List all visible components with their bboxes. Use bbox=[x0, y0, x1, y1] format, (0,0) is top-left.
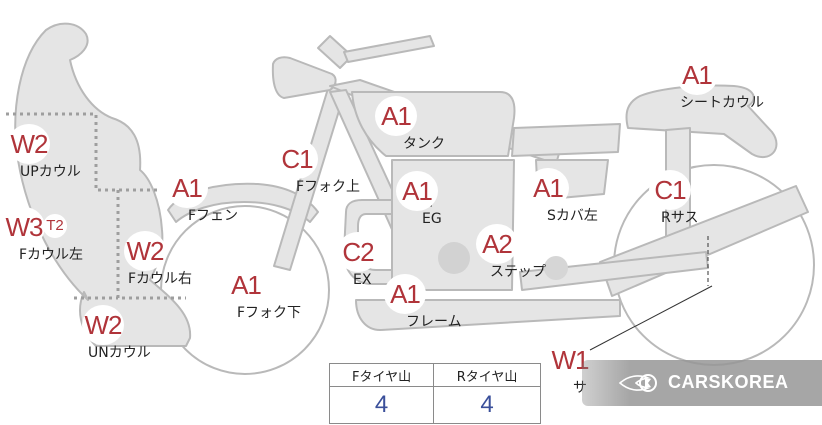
grade-badge: W2 bbox=[124, 231, 166, 271]
grade-badge: A1 bbox=[375, 96, 417, 136]
part-label: Sカバ左 bbox=[547, 208, 598, 224]
part-f-fork-upper[interactable]: C1 Fフォク上 bbox=[276, 139, 360, 195]
watermark-logo: CARSKOREA bbox=[582, 360, 822, 406]
front-tire-header: Fタイヤ山 bbox=[328, 363, 435, 387]
part-label: Fカウル左 bbox=[19, 247, 84, 263]
rear-tire-value: 4 bbox=[433, 386, 541, 424]
engine-cylinder bbox=[438, 242, 470, 274]
part-f-fork-lower[interactable]: A1 Fフォク下 bbox=[225, 265, 301, 321]
part-f-fender[interactable]: A1 Fフェン bbox=[166, 168, 238, 224]
handlebar-bar bbox=[343, 35, 435, 63]
part-f-cowl-right[interactable]: W2 Fカウル右 bbox=[124, 231, 192, 287]
grade-badge: A1 bbox=[676, 55, 718, 95]
part-rear-suspension[interactable]: C1 Rサス bbox=[649, 170, 698, 226]
part-label: UPカウル bbox=[20, 164, 81, 180]
part-label: フレーム bbox=[406, 314, 462, 330]
engine-cover-detail bbox=[544, 256, 568, 280]
fairing-divider-upper bbox=[6, 112, 160, 192]
grade-badge: W3 bbox=[3, 207, 45, 247]
part-un-cowl[interactable]: W2 UNカウル bbox=[82, 305, 151, 361]
part-label: タンク bbox=[403, 136, 445, 152]
part-label: ステップ bbox=[490, 264, 546, 280]
part-side-cover-left[interactable]: A1 Sカバ左 bbox=[527, 168, 598, 224]
part-engine[interactable]: A1 EG bbox=[396, 171, 442, 227]
silencer-shape bbox=[599, 185, 809, 297]
flame-logo-icon bbox=[618, 374, 657, 392]
part-label: Fフェン bbox=[188, 208, 239, 224]
silencer-leader-line bbox=[589, 285, 713, 351]
front-tire-value: 4 bbox=[328, 386, 435, 424]
tire-tread-table: Fタイヤ山 Rタイヤ山 4 4 bbox=[328, 363, 541, 424]
part-label: Rサス bbox=[661, 210, 699, 226]
grade-badge: C1 bbox=[649, 170, 691, 210]
part-label: Fフォク下 bbox=[237, 305, 302, 321]
part-label: シートカウル bbox=[680, 95, 764, 111]
grade-badge: A1 bbox=[527, 168, 569, 208]
part-tank[interactable]: A1 タンク bbox=[375, 96, 445, 152]
grade-badge: A1 bbox=[396, 171, 438, 211]
grade-badge: W2 bbox=[82, 305, 124, 345]
part-label: EX bbox=[353, 272, 372, 288]
grade-badge: W2 bbox=[8, 124, 50, 164]
table-header-row: Fタイヤ山 Rタイヤ山 bbox=[328, 363, 541, 387]
grade-badge: A1 bbox=[225, 265, 267, 305]
grade-badge: A1 bbox=[166, 168, 208, 208]
grade-badge: A2 bbox=[476, 224, 518, 264]
table-row: 4 4 bbox=[328, 386, 541, 424]
side-cover-shape bbox=[511, 123, 621, 157]
part-label: Fフォク上 bbox=[296, 179, 361, 195]
rear-tire-header: Rタイヤ山 bbox=[433, 363, 541, 387]
part-label: EG bbox=[422, 211, 442, 227]
watermark-text: CARSKOREA bbox=[668, 372, 789, 392]
grade-badge: A1 bbox=[384, 274, 426, 314]
part-frame[interactable]: A1 フレーム bbox=[384, 274, 462, 330]
sub-grade-badge: T2 bbox=[43, 214, 67, 238]
frame-lower-rail bbox=[355, 299, 621, 331]
grade-badge: C2 bbox=[337, 232, 379, 272]
part-step[interactable]: A2 ステップ bbox=[476, 224, 546, 280]
part-label: UNカウル bbox=[88, 345, 151, 361]
part-up-cowl[interactable]: W2 UPカウル bbox=[8, 124, 81, 180]
headlight-shape bbox=[271, 56, 337, 99]
part-exhaust[interactable]: C2 EX bbox=[337, 232, 379, 288]
part-seat-cowl[interactable]: A1 シートカウル bbox=[676, 55, 764, 111]
part-label: Fカウル右 bbox=[128, 271, 193, 287]
grade-badge: C1 bbox=[276, 139, 318, 179]
